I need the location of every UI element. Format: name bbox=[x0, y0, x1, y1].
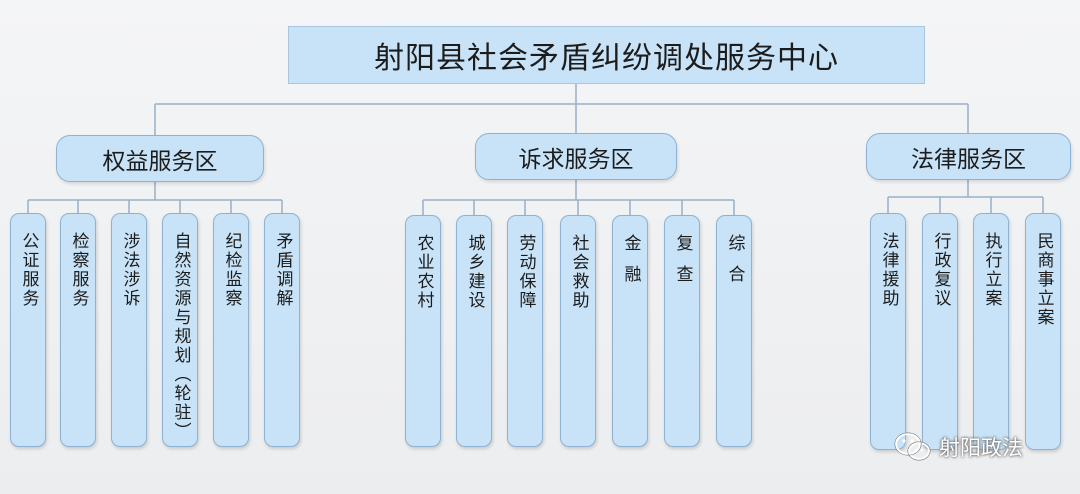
zone-rights-service: 权益服务区 bbox=[56, 135, 264, 182]
unit-dispute-mediation: 矛盾调解 bbox=[264, 213, 300, 447]
unit-administrative-review: 行政复议 bbox=[922, 213, 958, 450]
unit-law-related-appeals: 涉法涉诉 bbox=[111, 213, 147, 447]
unit-social-assistance: 社会救助 bbox=[560, 215, 596, 447]
unit-natural-resources-planning: 自然资源与规划（轮驻） bbox=[162, 213, 198, 447]
unit-comprehensive: 综合 bbox=[716, 215, 752, 447]
unit-labor-security: 劳动保障 bbox=[507, 215, 543, 447]
unit-notary-service: 公证服务 bbox=[10, 213, 46, 447]
zone-appeal-service: 诉求服务区 bbox=[475, 133, 677, 180]
unit-urban-rural-construction: 城乡建设 bbox=[456, 215, 492, 447]
unit-agriculture-rural: 农业农村 bbox=[405, 215, 441, 447]
unit-civil-commercial-filing: 民商事立案 bbox=[1025, 213, 1061, 450]
unit-procuratorate-service: 检察服务 bbox=[60, 213, 96, 447]
wechat-icon bbox=[894, 432, 931, 461]
watermark: 射阳政法 bbox=[893, 430, 1023, 464]
center-title: 射阳县社会矛盾纠纷调处服务中心 bbox=[288, 26, 925, 84]
unit-review: 复查 bbox=[664, 215, 700, 447]
watermark-text: 射阳政法 bbox=[939, 436, 1023, 460]
unit-legal-aid: 法律援助 bbox=[870, 213, 906, 450]
unit-enforcement-filing: 执行立案 bbox=[973, 213, 1009, 450]
unit-finance: 金融 bbox=[612, 215, 648, 447]
zone-legal-service: 法律服务区 bbox=[866, 133, 1071, 180]
unit-discipline-inspection: 纪检监察 bbox=[213, 213, 249, 447]
